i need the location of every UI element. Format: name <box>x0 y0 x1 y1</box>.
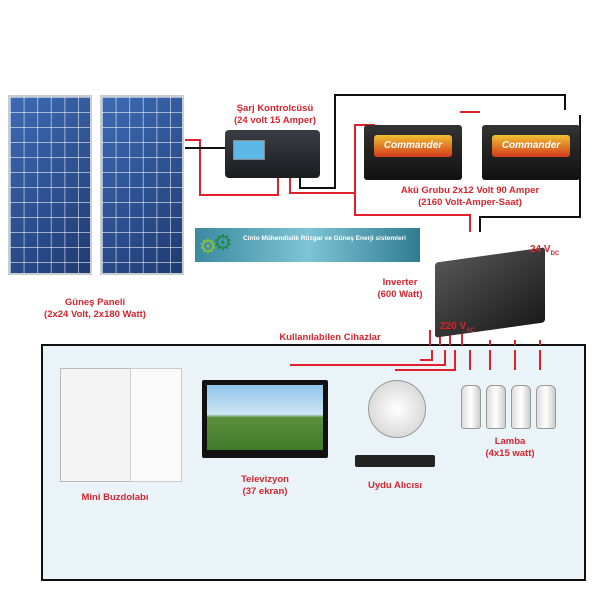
mini-fridge <box>60 368 132 482</box>
inverter-label: Inverter(600 Watt) <box>370 277 430 301</box>
company-banner: ⚙ ⚙ Cinto Mühendislik Rüzgar ve Güneş En… <box>195 228 420 262</box>
lamp-label-1: Lamba <box>494 436 526 447</box>
dc-sub: DC <box>550 251 560 257</box>
battery-2: Commander <box>482 125 580 180</box>
gear-icon: ⚙ <box>213 230 233 255</box>
controller-display <box>233 140 265 160</box>
inverter-label-2: (600 Watt) <box>377 289 423 300</box>
lamp-3 <box>511 385 531 429</box>
charge-controller <box>225 130 320 178</box>
tv-label-1: Televizyon <box>241 474 289 485</box>
fridge-door <box>130 368 182 482</box>
solar-label-2: (2x24 Volt, 2x180 Watt) <box>44 309 146 320</box>
television <box>202 380 328 458</box>
dc-voltage: 24 VDC <box>530 244 559 260</box>
battery-label: Akü Grubu 2x12 Volt 90 Amper(2160 Volt-A… <box>380 185 560 209</box>
solar-label-1: Güneş Paneli <box>64 297 126 308</box>
solar-panel-1 <box>8 95 92 275</box>
wire-panel-pos <box>185 139 279 196</box>
devices-title: Kullanılabilen Cihazlar <box>279 332 381 343</box>
lamp-label-2: (4x15 watt) <box>485 448 535 459</box>
tv-label: Televizyon(37 ekran) <box>215 474 315 498</box>
battery-label-2: (2160 Volt-Amper-Saat) <box>418 197 522 208</box>
solar-label: Güneş Paneli(2x24 Volt, 2x180 Watt) <box>40 297 150 321</box>
dc-value: 24 V <box>530 244 551 255</box>
lamp-label: Lamba(4x15 watt) <box>470 436 550 460</box>
lamp-4 <box>536 385 556 429</box>
wire-battery-inverter-neg <box>479 115 581 232</box>
wire-battery-inverter-pos <box>354 193 471 232</box>
controller-label: Şarj Kontrolcüsü(24 volt 15 Amper) <box>220 103 330 127</box>
lamp-2 <box>486 385 506 429</box>
ac-voltage: 220 VAC <box>440 321 475 337</box>
battery-label-1: Akü Grubu 2x12 Volt 90 Amper <box>400 185 540 196</box>
solar-panel-2 <box>100 95 184 275</box>
inverter-label-1: Inverter <box>382 277 418 288</box>
banner-title: Cinto Mühendislik Rüzgar ve Güneş Enerji… <box>243 235 406 242</box>
controller-label-2: (24 volt 15 Amper) <box>233 115 316 126</box>
battery-brand: Commander <box>374 135 452 157</box>
lamp-1 <box>461 385 481 429</box>
gear-icon: ⚙ <box>199 236 217 258</box>
controller-label-1: Şarj Kontrolcüsü <box>236 103 314 114</box>
ac-sub: AC <box>466 328 475 334</box>
satellite-dish <box>368 380 426 438</box>
tv-screen <box>207 385 323 450</box>
tv-label-2: (37 ekran) <box>242 486 288 497</box>
ac-value: 220 V <box>440 321 467 332</box>
fridge-label: Mini Buzdolabı <box>81 492 149 503</box>
battery-brand: Commander <box>492 135 570 157</box>
sat-label: Uydu Alıcısı <box>367 480 423 491</box>
battery-1: Commander <box>364 125 462 180</box>
satellite-receiver <box>355 455 435 467</box>
